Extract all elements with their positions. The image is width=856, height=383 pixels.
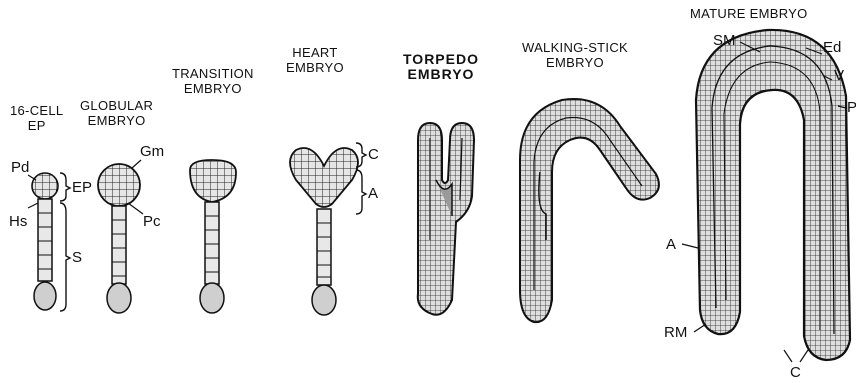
label-sm: SM bbox=[713, 33, 736, 48]
label-ed: Ed bbox=[823, 40, 841, 55]
label-gm: Gm bbox=[140, 144, 164, 159]
heart-embryo bbox=[290, 148, 358, 207]
label-rm: RM bbox=[664, 325, 687, 340]
stage-globular bbox=[98, 160, 143, 313]
gm-leader bbox=[132, 160, 141, 168]
label-v: V bbox=[834, 68, 844, 83]
label-hs: Hs bbox=[9, 214, 27, 229]
stage-mature bbox=[682, 30, 850, 362]
label-pd: Pd bbox=[11, 160, 29, 175]
stage-label-transition: TRANSITION EMBRYO bbox=[172, 66, 254, 96]
hs-leader bbox=[28, 203, 38, 208]
s-bracket bbox=[60, 203, 70, 311]
ep-bracket bbox=[60, 173, 70, 201]
label-pc: Pc bbox=[143, 214, 161, 229]
label-mature-c: C bbox=[790, 365, 801, 380]
label-ep: EP bbox=[72, 180, 92, 195]
label-s: S bbox=[72, 250, 82, 265]
stage-label-globular: GLOBULAR EMBRYO bbox=[80, 98, 153, 128]
suspensor bbox=[317, 209, 331, 285]
basal-cell bbox=[312, 285, 336, 315]
suspensor bbox=[112, 206, 126, 284]
c-leader-left bbox=[784, 350, 792, 362]
stage-walking-stick bbox=[520, 99, 659, 322]
basal-cell bbox=[107, 283, 131, 313]
c-leader-right bbox=[800, 350, 808, 362]
stage-label-16-cell: 16-CELL EP bbox=[10, 103, 63, 133]
basal-cell bbox=[34, 282, 56, 310]
stage-torpedo bbox=[418, 123, 474, 315]
rm-leader bbox=[694, 324, 706, 332]
embryo-proper-16-cell bbox=[32, 173, 58, 199]
stage-label-walking-stick: WALKING-STICK EMBRYO bbox=[522, 40, 628, 70]
walking-stick-embryo bbox=[520, 99, 659, 322]
stage-label-heart: HEART EMBRYO bbox=[286, 45, 344, 75]
stage-16-cell bbox=[28, 173, 70, 311]
a-bracket bbox=[356, 170, 366, 214]
pc-leader bbox=[128, 203, 143, 214]
label-heart-c: C bbox=[368, 147, 379, 162]
label-p: P bbox=[847, 100, 856, 115]
stage-heart bbox=[290, 143, 366, 315]
globular-embryo bbox=[98, 164, 140, 206]
transition-embryo bbox=[190, 160, 236, 202]
stage-label-torpedo: TORPEDO EMBRYO bbox=[403, 52, 479, 82]
stage-label-mature: MATURE EMBRYO bbox=[690, 6, 808, 21]
basal-cell bbox=[200, 283, 224, 313]
label-mature-a: A bbox=[666, 237, 676, 252]
torpedo-embryo bbox=[418, 123, 474, 315]
label-heart-a: A bbox=[368, 186, 378, 201]
stage-transition bbox=[190, 160, 236, 313]
a-leader bbox=[682, 244, 698, 248]
